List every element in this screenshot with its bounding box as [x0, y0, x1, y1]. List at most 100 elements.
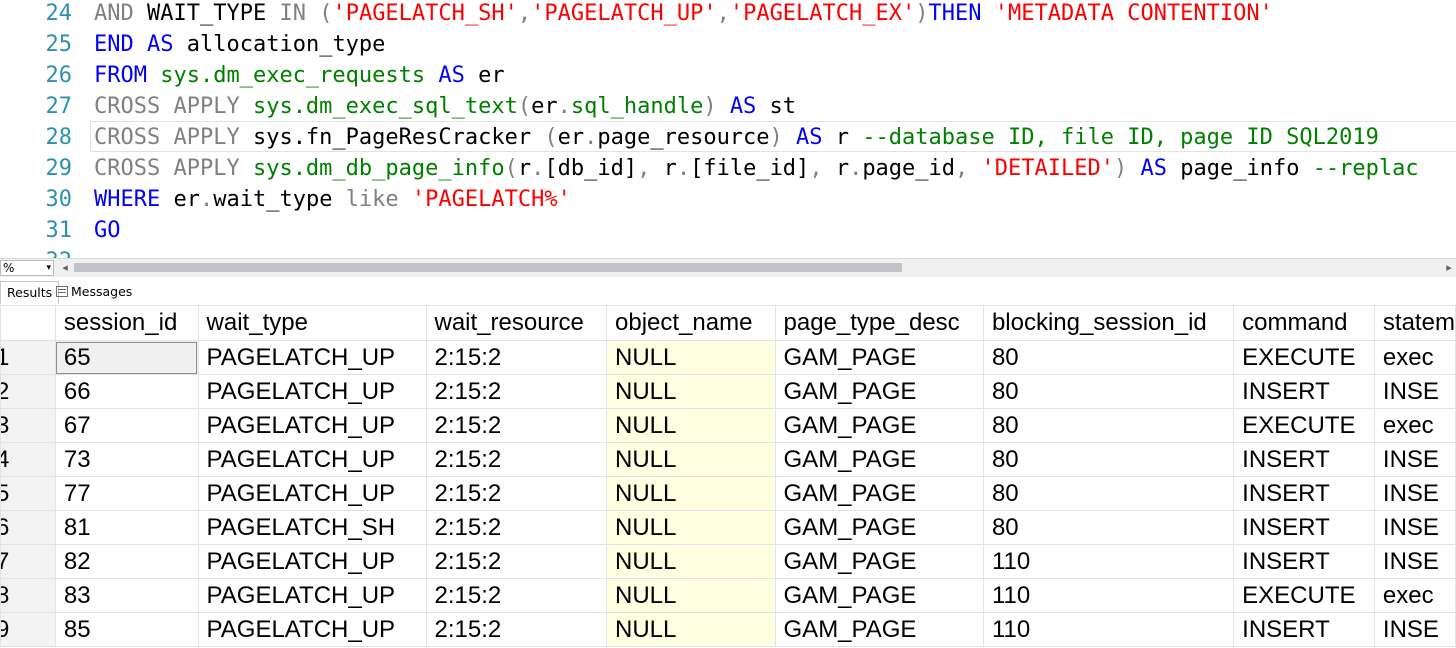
- cell-object-name[interactable]: NULL: [606, 510, 776, 545]
- table-row[interactable]: 367PAGELATCH_UP2:15:2NULLGAM_PAGE80EXECU…: [0, 408, 1456, 443]
- cell-wait-type[interactable]: PAGELATCH_UP: [197, 612, 427, 647]
- cell-object-name[interactable]: NULL: [606, 408, 776, 443]
- cell-session-id[interactable]: 77: [54, 476, 199, 511]
- cell-wait-type[interactable]: PAGELATCH_UP: [197, 442, 427, 477]
- cell-command[interactable]: INSERT: [1233, 510, 1375, 545]
- cell-session-id[interactable]: 73: [54, 442, 199, 477]
- cell-command[interactable]: INSERT: [1233, 544, 1375, 579]
- column-header-wait-type[interactable]: wait_type: [197, 305, 427, 341]
- column-header-wait-resource[interactable]: wait_resource: [425, 305, 607, 341]
- cell-object-name[interactable]: NULL: [606, 340, 776, 375]
- cell-statem[interactable]: INSE: [1373, 374, 1456, 409]
- cell-page-type-desc[interactable]: GAM_PAGE: [774, 612, 984, 647]
- table-row[interactable]: 681PAGELATCH_SH2:15:2NULLGAM_PAGE80INSER…: [0, 510, 1456, 545]
- cell-blocking-session-id[interactable]: 80: [982, 408, 1235, 443]
- cell-wait-resource[interactable]: 2:15:2: [425, 510, 607, 545]
- column-header-blocking-session-id[interactable]: blocking_session_id: [982, 305, 1235, 341]
- cell-object-name[interactable]: NULL: [606, 374, 776, 409]
- cell-command[interactable]: EXECUTE: [1233, 340, 1375, 375]
- cell-command[interactable]: EXECUTE: [1233, 408, 1375, 443]
- cell-wait-type[interactable]: PAGELATCH_SH: [197, 510, 427, 545]
- cell-session-id[interactable]: 83: [54, 578, 199, 613]
- cell-statem[interactable]: INSE: [1373, 476, 1456, 511]
- cell-command[interactable]: INSERT: [1233, 476, 1375, 511]
- cell-object-name[interactable]: NULL: [606, 578, 776, 613]
- row-number[interactable]: 3: [0, 408, 56, 443]
- cell-wait-resource[interactable]: 2:15:2: [425, 442, 607, 477]
- cell-object-name[interactable]: NULL: [606, 476, 776, 511]
- row-number[interactable]: 9: [0, 612, 56, 647]
- cell-wait-type[interactable]: PAGELATCH_UP: [197, 544, 427, 579]
- cell-page-type-desc[interactable]: GAM_PAGE: [774, 544, 984, 579]
- cell-wait-type[interactable]: PAGELATCH_UP: [197, 476, 427, 511]
- cell-statem[interactable]: exec: [1373, 408, 1456, 443]
- scroll-left-icon[interactable]: ◂: [62, 261, 68, 274]
- cell-wait-resource[interactable]: 2:15:2: [425, 578, 607, 613]
- cell-wait-resource[interactable]: 2:15:2: [425, 374, 607, 409]
- row-number[interactable]: 6: [0, 510, 56, 545]
- cell-session-id[interactable]: 85: [54, 612, 199, 647]
- row-number[interactable]: 1: [0, 340, 56, 375]
- cell-wait-type[interactable]: PAGELATCH_UP: [197, 340, 427, 375]
- table-row[interactable]: 577PAGELATCH_UP2:15:2NULLGAM_PAGE80INSER…: [0, 476, 1456, 511]
- cell-wait-resource[interactable]: 2:15:2: [425, 544, 607, 579]
- cell-blocking-session-id[interactable]: 110: [982, 578, 1235, 613]
- table-row[interactable]: 266PAGELATCH_UP2:15:2NULLGAM_PAGE80INSER…: [0, 374, 1456, 409]
- table-row[interactable]: 782PAGELATCH_UP2:15:2NULLGAM_PAGE110INSE…: [0, 544, 1456, 579]
- table-row[interactable]: 883PAGELATCH_UP2:15:2NULLGAM_PAGE110EXEC…: [0, 578, 1456, 613]
- cell-page-type-desc[interactable]: GAM_PAGE: [774, 408, 984, 443]
- cell-blocking-session-id[interactable]: 80: [982, 476, 1235, 511]
- row-number[interactable]: 7: [0, 544, 56, 579]
- column-header-object-name[interactable]: object_name: [606, 305, 776, 341]
- cell-object-name[interactable]: NULL: [606, 544, 776, 579]
- row-number[interactable]: 2: [0, 374, 56, 409]
- cell-session-id[interactable]: 66: [54, 374, 199, 409]
- horizontal-scrollbar-thumb[interactable]: [74, 263, 902, 272]
- grid-corner[interactable]: [0, 305, 56, 341]
- tab-results[interactable]: Results: [0, 281, 60, 304]
- scroll-right-icon[interactable]: ▸: [1446, 261, 1452, 274]
- tab-messages[interactable]: Messages: [56, 281, 132, 303]
- column-header-page-type-desc[interactable]: page_type_desc: [774, 305, 984, 341]
- cell-session-id[interactable]: 67: [54, 408, 199, 443]
- cell-blocking-session-id[interactable]: 80: [982, 510, 1235, 545]
- cell-command[interactable]: INSERT: [1233, 374, 1375, 409]
- cell-wait-resource[interactable]: 2:15:2: [425, 612, 607, 647]
- cell-blocking-session-id[interactable]: 110: [982, 612, 1235, 647]
- code-line[interactable]: 32: [0, 246, 1456, 258]
- cell-blocking-session-id[interactable]: 80: [982, 374, 1235, 409]
- row-number[interactable]: 8: [0, 578, 56, 613]
- cell-session-id[interactable]: 81: [54, 510, 199, 545]
- cell-blocking-session-id[interactable]: 80: [982, 442, 1235, 477]
- cell-wait-resource[interactable]: 2:15:2: [425, 476, 607, 511]
- table-row[interactable]: 985PAGELATCH_UP2:15:2NULLGAM_PAGE110INSE…: [0, 612, 1456, 647]
- cell-page-type-desc[interactable]: GAM_PAGE: [774, 476, 984, 511]
- cell-blocking-session-id[interactable]: 80: [982, 340, 1235, 375]
- zoom-dropdown[interactable]: % ▾: [0, 260, 54, 276]
- cell-command[interactable]: INSERT: [1233, 612, 1375, 647]
- column-header-command[interactable]: command: [1233, 305, 1375, 341]
- row-number[interactable]: 4: [0, 442, 56, 477]
- row-number[interactable]: 5: [0, 476, 56, 511]
- cell-wait-resource[interactable]: 2:15:2: [425, 340, 607, 375]
- cell-page-type-desc[interactable]: GAM_PAGE: [774, 442, 984, 477]
- cell-statem[interactable]: INSE: [1373, 544, 1456, 579]
- cell-wait-type[interactable]: PAGELATCH_UP: [197, 578, 427, 613]
- cell-statem[interactable]: INSE: [1373, 510, 1456, 545]
- table-row[interactable]: 473PAGELATCH_UP2:15:2NULLGAM_PAGE80INSER…: [0, 442, 1456, 477]
- cell-command[interactable]: EXECUTE: [1233, 578, 1375, 613]
- cell-statem[interactable]: exec: [1373, 578, 1456, 613]
- cell-wait-type[interactable]: PAGELATCH_UP: [197, 374, 427, 409]
- cell-command[interactable]: INSERT: [1233, 442, 1375, 477]
- cell-statem[interactable]: INSE: [1373, 612, 1456, 647]
- cell-session-id[interactable]: 65: [54, 340, 199, 375]
